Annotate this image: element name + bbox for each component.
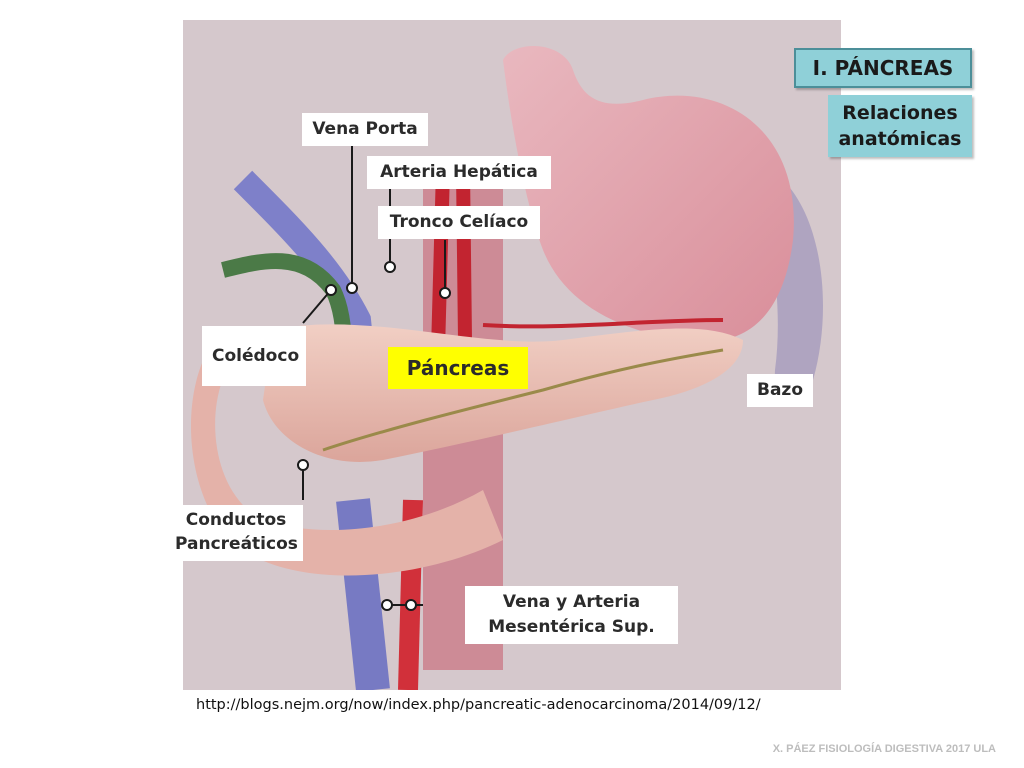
splenic-artery [482, 318, 724, 329]
section-title: I. PÁNCREAS [794, 48, 972, 88]
label-vena-porta: Vena Porta [302, 113, 428, 146]
label-mesenterica-sup: Vena y Arteria Mesentérica Sup. [465, 586, 678, 644]
footer-credit: X. PÁEZ FISIOLOGÍA DIGESTIVA 2017 ULA [772, 743, 996, 755]
section-subtitle: Relaciones anatómicas [828, 95, 972, 157]
label-bazo: Bazo [747, 374, 813, 407]
stomach-shape [503, 46, 794, 342]
label-tronco-celiaco: Tronco Celíaco [378, 206, 540, 239]
label-coledoco: Colédoco [202, 326, 306, 386]
label-arteria-hepatica: Arteria Hepática [367, 156, 551, 189]
source-url: http://blogs.nejm.org/now/index.php/panc… [196, 697, 761, 713]
label-pancreas: Páncreas [388, 347, 528, 389]
portal-vein [233, 170, 381, 422]
celiac-artery [431, 169, 472, 351]
anatomy-illustration [183, 20, 841, 690]
label-conductos-pancreaticos: Conductos Pancreáticos [169, 505, 303, 561]
pancreatic-duct [322, 348, 724, 452]
pancreas-shape [263, 324, 743, 462]
